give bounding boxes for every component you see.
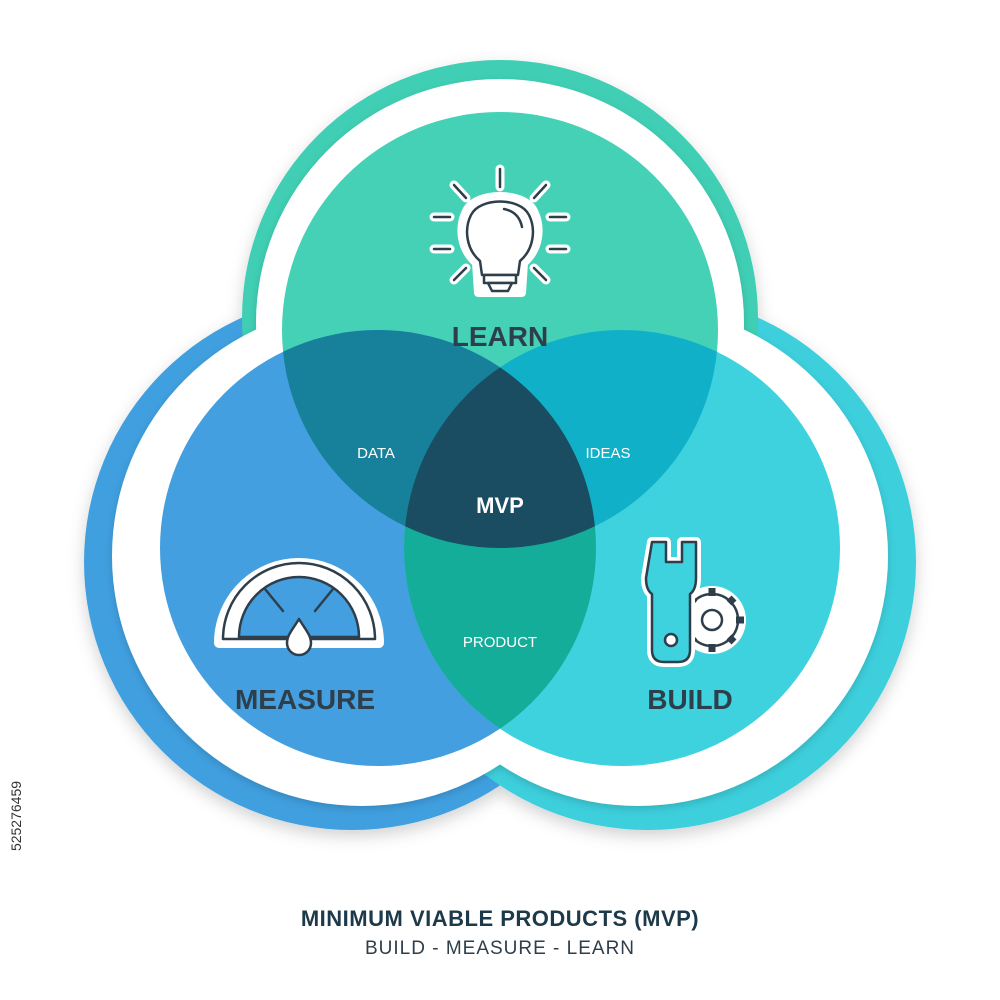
stock-id-text: 525276459 bbox=[8, 780, 24, 852]
data-label: DATA bbox=[357, 445, 395, 462]
learn-label: LEARN bbox=[452, 321, 548, 352]
build-label: BUILD bbox=[647, 684, 733, 715]
mvp-label: MVP bbox=[476, 493, 524, 518]
diagram-subtitle: BUILD - MEASURE - LEARN bbox=[364, 938, 636, 959]
product-label: PRODUCT bbox=[463, 634, 537, 651]
lightbulb-icon bbox=[429, 164, 571, 297]
measure-label: MEASURE bbox=[235, 684, 375, 715]
diagram-title: MINIMUM VIABLE PRODUCTS (MVP) bbox=[300, 906, 700, 931]
wrench-gear-icon bbox=[641, 537, 746, 667]
stock-id-watermark: 525276459 bbox=[4, 760, 28, 880]
gauge-icon bbox=[214, 558, 384, 657]
ideas-label: IDEAS bbox=[585, 445, 630, 462]
center-overlap bbox=[404, 330, 596, 548]
